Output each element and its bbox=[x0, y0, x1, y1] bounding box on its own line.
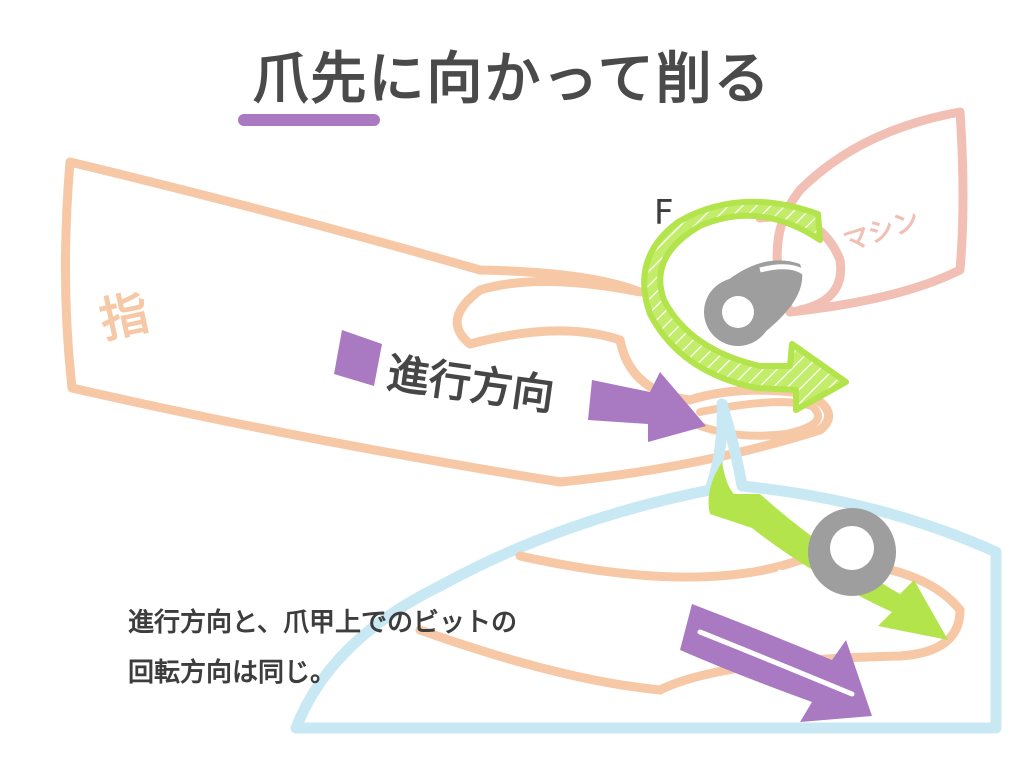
finger-tip-curve bbox=[696, 398, 822, 440]
direction-arrow bbox=[334, 330, 382, 386]
caption-line-1: 進行方向と、爪甲上でのビットの bbox=[128, 608, 517, 638]
finger-underside bbox=[415, 551, 965, 695]
force-label: F bbox=[654, 193, 674, 233]
bit-bottom bbox=[808, 508, 896, 596]
finger-label: 指 bbox=[95, 285, 154, 350]
bit-top bbox=[704, 260, 808, 346]
nail-rotation-line bbox=[777, 569, 881, 615]
caption: 進行方向と、爪甲上でのビットの 回転方向は同じ。 bbox=[128, 598, 517, 698]
page-title: 爪先に向かって削る bbox=[252, 47, 772, 112]
machine-label: マシン bbox=[840, 205, 923, 258]
rotation-arrow bbox=[641, 198, 849, 413]
nail-direction-line bbox=[697, 629, 855, 697]
direction-label: 進行方向 bbox=[384, 348, 557, 420]
caption-line-2: 回転方向は同じ。 bbox=[128, 658, 337, 688]
nail-outline bbox=[290, 398, 1002, 734]
direction-arrow-head bbox=[588, 372, 706, 442]
